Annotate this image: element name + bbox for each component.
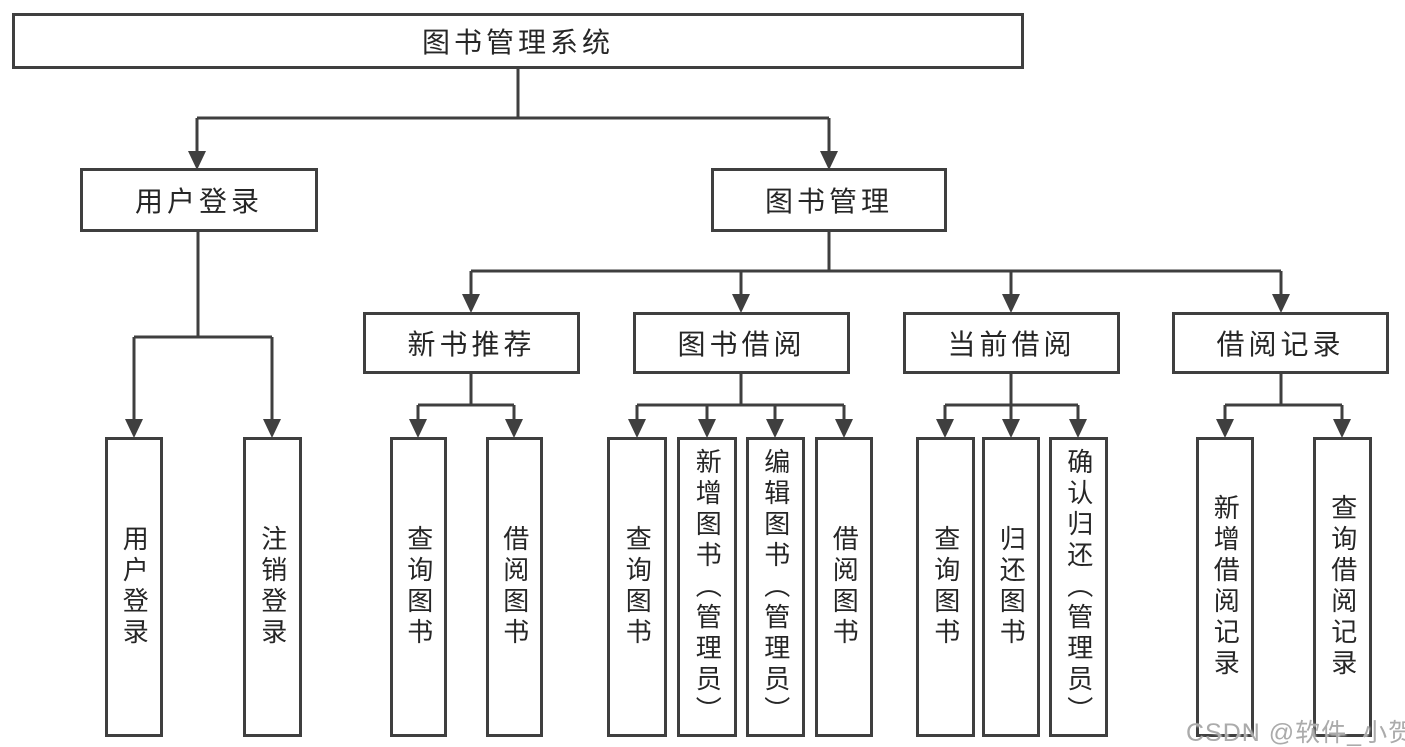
node-label: 新书推荐 xyxy=(407,329,536,360)
node-current-borrow: 当前借阅 xyxy=(903,312,1120,374)
connector-book-borrow-to-leaves xyxy=(628,374,853,438)
leaf-confirm-return-admin: 确认归还（管理员） xyxy=(1049,437,1108,737)
connector-borrow-record-to-leaves xyxy=(1216,374,1351,438)
leaf-borrow-books: 借阅图书 xyxy=(815,437,873,737)
node-borrow-record: 借阅记录 xyxy=(1172,312,1389,374)
node-label: 确认归还（管理员） xyxy=(1063,447,1094,727)
leaf-query-books: 查询图书 xyxy=(607,437,667,737)
node-label: 新增图书（管理员） xyxy=(692,447,723,727)
connector-user-login-to-leaves xyxy=(125,232,281,438)
connector-root-to-level1 xyxy=(188,69,838,170)
node-label: 用户登录 xyxy=(119,525,150,649)
node-label: 查询图书 xyxy=(622,525,653,649)
node-label: 查询图书 xyxy=(930,525,961,649)
leaf-query-books: 查询图书 xyxy=(390,437,447,737)
node-label: 图书借阅 xyxy=(677,329,806,360)
leaf-edit-books-admin: 编辑图书（管理员） xyxy=(746,437,805,737)
leaf-query-borrow-record: 查询借阅记录 xyxy=(1313,437,1372,737)
leaf-add-borrow-record: 新增借阅记录 xyxy=(1196,437,1254,737)
connector-new-book-to-leaves xyxy=(409,374,523,438)
node-label: 用户登录 xyxy=(134,186,263,217)
node-label: 注销登录 xyxy=(257,525,288,649)
node-label: 归还图书 xyxy=(996,525,1027,649)
node-label: 借阅图书 xyxy=(829,525,860,649)
node-label: 图书管理系统 xyxy=(421,27,614,58)
node-user-login: 用户登录 xyxy=(80,168,318,232)
leaf-return-books: 归还图书 xyxy=(982,437,1040,737)
node-label: 查询图书 xyxy=(403,525,434,649)
leaf-borrow-books: 借阅图书 xyxy=(486,437,543,737)
csdn-watermark: CSDN @软件_小贺同学 xyxy=(1186,719,1405,747)
connector-book-management-to-level2 xyxy=(462,232,1290,313)
node-book-borrow: 图书借阅 xyxy=(633,312,850,374)
node-label: 新增借阅记录 xyxy=(1210,494,1241,680)
leaf-logout: 注销登录 xyxy=(243,437,302,737)
node-label: 编辑图书（管理员） xyxy=(760,447,791,727)
node-label: 图书管理 xyxy=(764,186,893,217)
leaf-add-books-admin: 新增图书（管理员） xyxy=(677,437,737,737)
connector-current-borrow-to-leaves xyxy=(936,374,1087,438)
node-label: 借阅记录 xyxy=(1216,329,1345,360)
node-label: 当前借阅 xyxy=(947,329,1076,360)
leaf-user-login: 用户登录 xyxy=(105,437,163,737)
node-root-system: 图书管理系统 xyxy=(12,13,1024,69)
node-new-book-recommend: 新书推荐 xyxy=(363,312,580,374)
node-label: 查询借阅记录 xyxy=(1327,494,1358,680)
node-label: 借阅图书 xyxy=(499,525,530,649)
leaf-query-books: 查询图书 xyxy=(916,437,975,737)
node-book-management: 图书管理 xyxy=(711,168,947,232)
